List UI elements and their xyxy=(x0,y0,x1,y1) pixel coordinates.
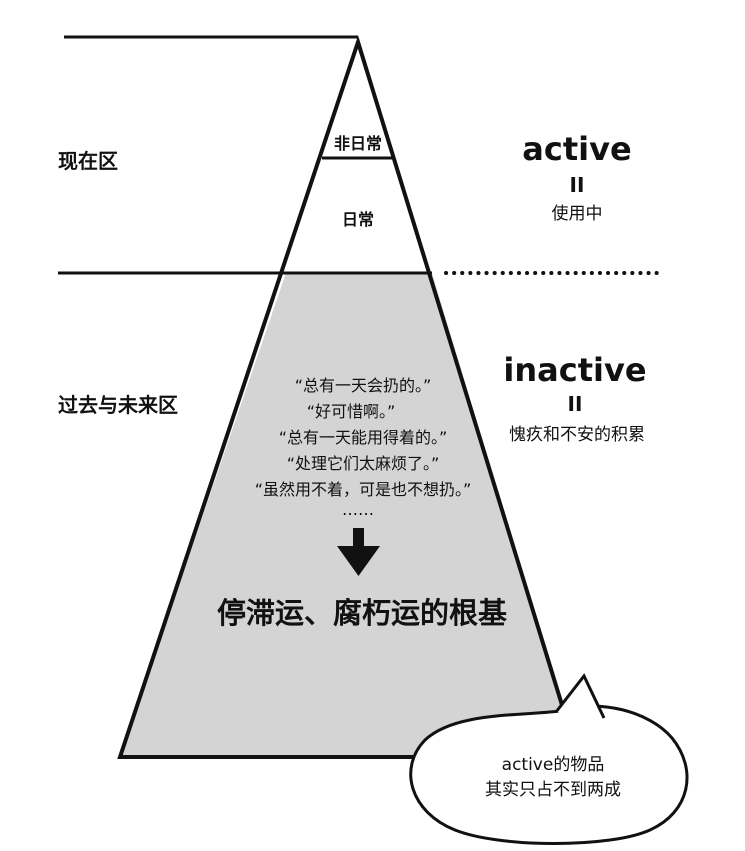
active-equals-sign: II xyxy=(570,173,585,197)
past-future-zone-label: 过去与未来区 xyxy=(58,393,178,417)
conclusion-text: 停滞运、腐朽运的根基 xyxy=(217,596,508,630)
quote-ellipsis: …… xyxy=(342,500,374,519)
inactive-region xyxy=(120,273,578,757)
quote-line: “虽然用不着，可是也不想扔。” xyxy=(255,480,472,499)
speech-bubble: active的物品 其实只占不到两成 xyxy=(409,673,689,845)
non-daily-tier-label: 非日常 xyxy=(334,134,382,153)
active-meaning: 使用中 xyxy=(552,203,603,224)
active-title: active xyxy=(522,130,631,168)
daily-tier-label: 日常 xyxy=(342,210,374,229)
quote-line: “总有一天会扔的。” xyxy=(295,376,432,395)
inactive-equals-sign: II xyxy=(568,392,583,416)
speech-bubble-shape xyxy=(409,704,689,845)
pyramid-outline xyxy=(117,35,581,759)
quote-line: “处理它们太麻烦了。” xyxy=(287,454,440,473)
speech-bubble-tail xyxy=(554,673,606,719)
arrow-down-icon xyxy=(337,528,380,576)
inactive-title: inactive xyxy=(503,351,646,389)
inactive-meaning: 愧疚和不安的积累 xyxy=(509,425,645,445)
quote-list: “总有一天会扔的。” “好可惜啊。” “总有一天能用得着的。” “处理它们太麻烦… xyxy=(255,376,472,519)
quote-line: “总有一天能用得着的。” xyxy=(279,428,448,447)
present-zone-label: 现在区 xyxy=(58,149,118,173)
quote-line: “好可惜啊。” xyxy=(307,402,396,421)
bubble-line-2: 其实只占不到两成 xyxy=(485,780,621,800)
bubble-line-1: active的物品 xyxy=(502,755,605,775)
